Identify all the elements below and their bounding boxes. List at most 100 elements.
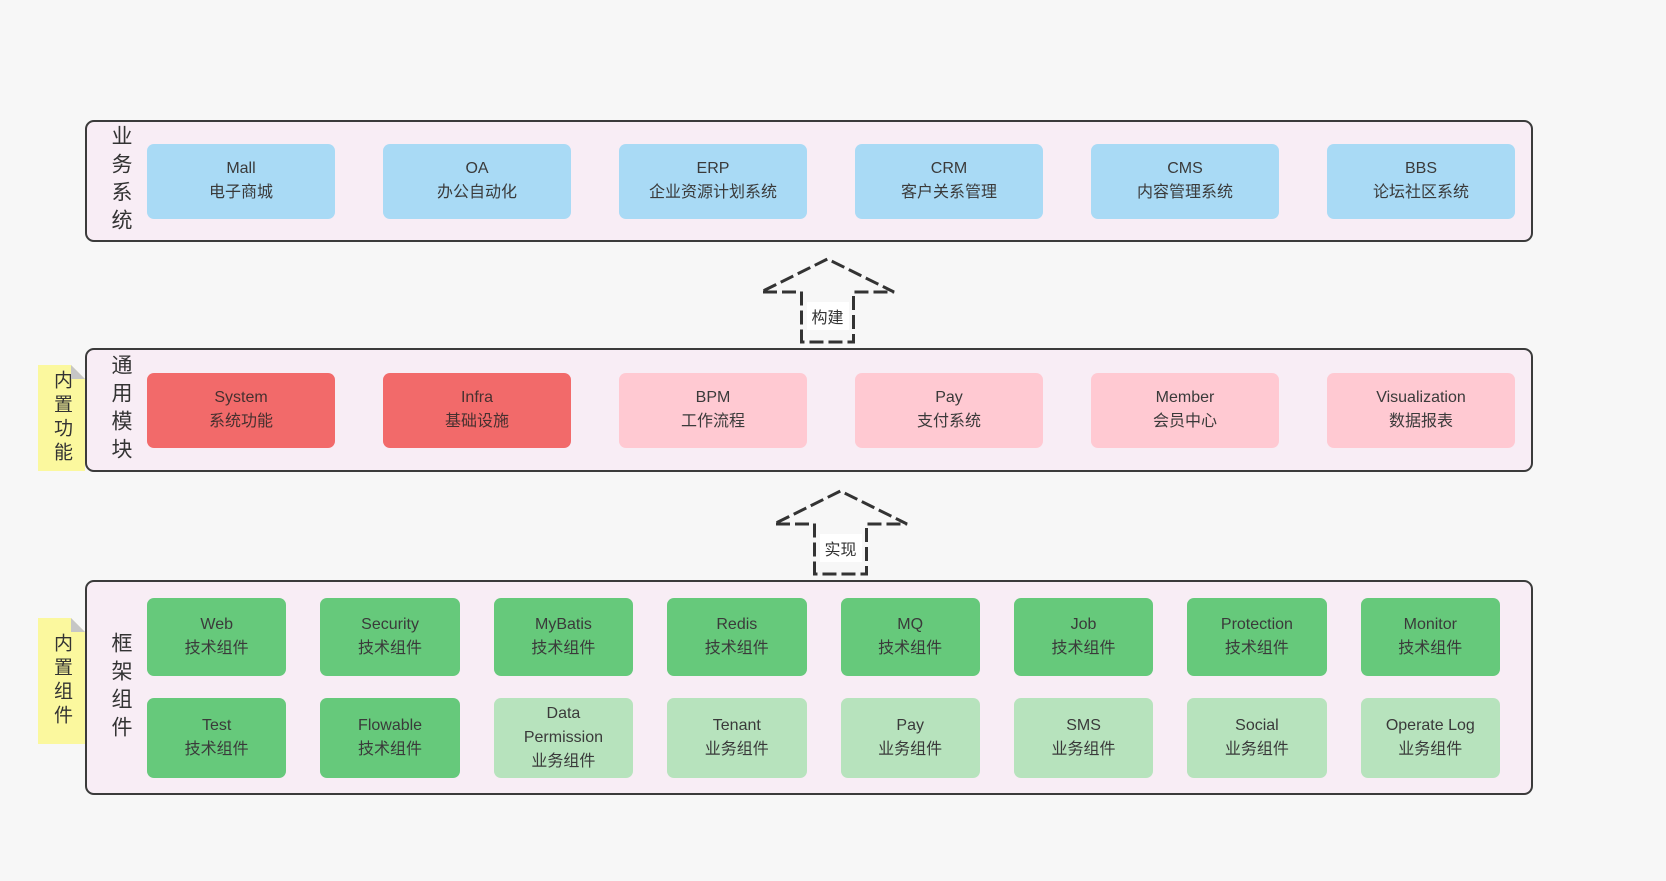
- box-title: CRM: [930, 160, 968, 177]
- box-title: Protection: [1220, 615, 1293, 633]
- box-title: Mall: [226, 160, 256, 177]
- box-crm: CRM 客户关系管理: [855, 143, 1043, 219]
- box-protection: Protection 技术组件: [1187, 597, 1327, 676]
- box-title: Infra: [460, 389, 493, 406]
- box-subtitle: 业务组件: [1051, 740, 1116, 758]
- arrow-label-build: 构建: [806, 301, 849, 330]
- box-title: MQ: [897, 615, 924, 633]
- box-title: Flowable: [358, 716, 423, 734]
- layer-label-components: 框架组件: [109, 631, 132, 744]
- box-mq: MQ 技术组件: [840, 597, 980, 676]
- box-subtitle: 技术组件: [184, 740, 249, 758]
- box-subtitle: 业务组件: [878, 740, 943, 758]
- box-oa: OA 办公自动化: [383, 143, 571, 219]
- box-title: Redis: [716, 615, 758, 633]
- box-title: Data Permission: [523, 704, 603, 746]
- box-subtitle: 业务组件: [1224, 740, 1289, 758]
- box-subtitle: 论坛社区系统: [1372, 184, 1469, 201]
- box-subtitle: 技术组件: [358, 639, 423, 657]
- layer-framework-components: 框架组件 Web 技术组件 Security 技术组件 MyBatis 技术组件 Redis…: [85, 580, 1533, 795]
- arrow-label-implement: 实现: [819, 533, 862, 562]
- sticky-note-label: 内置组件: [51, 633, 72, 729]
- box-infra: Infra 基础设施: [383, 372, 571, 448]
- box-title: Tenant: [712, 716, 761, 734]
- box-subtitle: 客户关系管理: [900, 184, 997, 201]
- box-subtitle: 系统功能: [208, 413, 273, 430]
- note-fold-icon: [71, 618, 85, 632]
- sticky-note-label: 内置功能: [51, 370, 72, 466]
- implement-arrow: 实现: [768, 488, 913, 576]
- box-subtitle: 工作流程: [680, 413, 745, 430]
- box-title: Test: [202, 716, 232, 734]
- box-title: Visualization: [1376, 389, 1466, 406]
- box-title: Monitor: [1403, 615, 1457, 633]
- box-subtitle: 技术组件: [531, 639, 596, 657]
- box-row: System 系统功能 Infra 基础设施 BPM 工作流程 Pay 支付系统 Member 会…: [147, 372, 1515, 448]
- box-subtitle: 技术组件: [1224, 639, 1289, 657]
- up-block-arrow-icon: [760, 257, 895, 344]
- box-subtitle: 技术组件: [1398, 639, 1463, 657]
- box-web: Web 技术组件: [147, 597, 287, 676]
- box-subtitle: 业务组件: [1398, 740, 1463, 758]
- box-subtitle: 基础设施: [444, 413, 509, 430]
- build-arrow: 构建: [755, 256, 900, 344]
- box-title: MyBatis: [534, 615, 592, 633]
- layer-common-modules: 通用模块 System 系统功能 Infra 基础设施 BPM 工作流程 Pay 支付系统 Me…: [85, 348, 1533, 472]
- box-title: BPM: [695, 389, 731, 406]
- sticky-note-builtin-components: 内置组件: [38, 618, 85, 744]
- box-job: Job 技术组件: [1013, 597, 1154, 676]
- box-title: Job: [1070, 615, 1097, 633]
- box-subtitle: 技术组件: [1051, 639, 1116, 657]
- box-subtitle: 技术组件: [878, 639, 943, 657]
- box-title: OA: [465, 160, 489, 177]
- box-title: Web: [200, 615, 233, 633]
- box-visualization: Visualization 数据报表: [1327, 372, 1515, 448]
- box-subtitle: 支付系统: [916, 413, 981, 430]
- box-subtitle: 数据报表: [1388, 413, 1453, 430]
- box-subtitle: 内容管理系统: [1136, 184, 1233, 201]
- box-title: Pay: [935, 389, 963, 406]
- box-system: System 系统功能: [147, 372, 335, 448]
- box-pay: Pay 业务组件: [840, 697, 980, 778]
- layer-label-modules: 通用模块: [109, 354, 132, 466]
- box-title: CMS: [1167, 160, 1203, 177]
- note-fold-icon: [71, 365, 85, 379]
- layer-label-business: 业务系统: [109, 125, 132, 237]
- box-operate-log: Operate Log 业务组件: [1360, 697, 1500, 778]
- box-bpm: BPM 工作流程: [619, 372, 807, 448]
- box-subtitle: 会员中心: [1152, 413, 1217, 430]
- box-security: Security 技术组件: [320, 597, 460, 676]
- box-title: ERP: [696, 160, 730, 177]
- box-title: SMS: [1066, 716, 1101, 734]
- box-member: Member 会员中心: [1091, 372, 1279, 448]
- box-data-permission: Data Permission 业务组件: [493, 697, 634, 778]
- box-tenant: Tenant 业务组件: [667, 697, 807, 778]
- box-sms: SMS 业务组件: [1013, 697, 1154, 778]
- box-mall: Mall 电子商城: [147, 143, 335, 219]
- box-title: Member: [1155, 389, 1215, 406]
- box-subtitle: 办公自动化: [436, 184, 517, 201]
- sticky-note-builtin-features: 内置功能: [38, 365, 85, 471]
- box-title: Operate Log: [1385, 716, 1475, 734]
- box-cms: CMS 内容管理系统: [1091, 143, 1279, 219]
- box-grid: System 系统功能 Infra 基础设施 BPM 工作流程 Pay 支付系统 Member 会…: [87, 350, 1531, 470]
- box-subtitle: 电子商城: [208, 184, 273, 201]
- up-block-arrow-icon: [773, 489, 908, 576]
- box-mybatis: MyBatis 技术组件: [493, 597, 634, 676]
- box-subtitle: 技术组件: [184, 639, 249, 657]
- box-subtitle: 业务组件: [531, 752, 596, 770]
- box-title: Security: [361, 615, 419, 633]
- box-title: Pay: [896, 716, 924, 734]
- box-title: System: [214, 389, 268, 406]
- box-subtitle: 业务组件: [704, 740, 769, 758]
